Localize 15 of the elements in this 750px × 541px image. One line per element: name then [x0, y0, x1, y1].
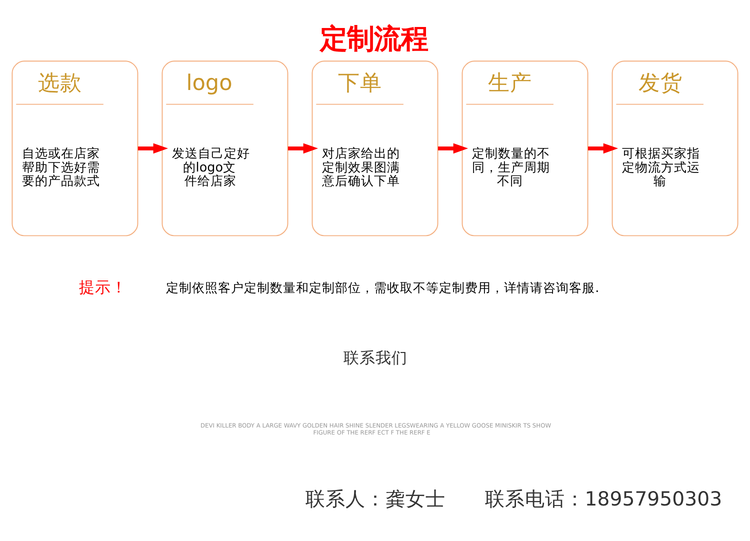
arrow — [138, 143, 168, 154]
label: 提示！ — [78, 277, 127, 296]
label: 联系我们 — [344, 348, 408, 367]
node-box: 发货 可根据买家指定物流方式运输 — [612, 60, 738, 236]
label: 定制依照客户定制数量和定制部位，需收取不等定制费用，详情请咨询客服. — [166, 280, 600, 296]
node-box: 选款 自选或在店家帮助下选好需要的产品款式 — [12, 60, 138, 236]
node-box: logo 发送自己定好的logo文件给店家 — [162, 60, 288, 236]
label: 联系电话：18957950303 — [484, 487, 722, 510]
arrow — [438, 143, 468, 154]
node-box: 生产 定制数量的不同，生产周期不同 — [462, 60, 588, 236]
arrow — [588, 143, 618, 154]
diagram-title: 定制流程 — [320, 24, 428, 55]
node-box: 下单 对店家给出的定制效果图满意后确认下单 — [312, 60, 438, 236]
label: 联系人：龚女士 — [305, 487, 446, 510]
arrow — [288, 143, 318, 154]
